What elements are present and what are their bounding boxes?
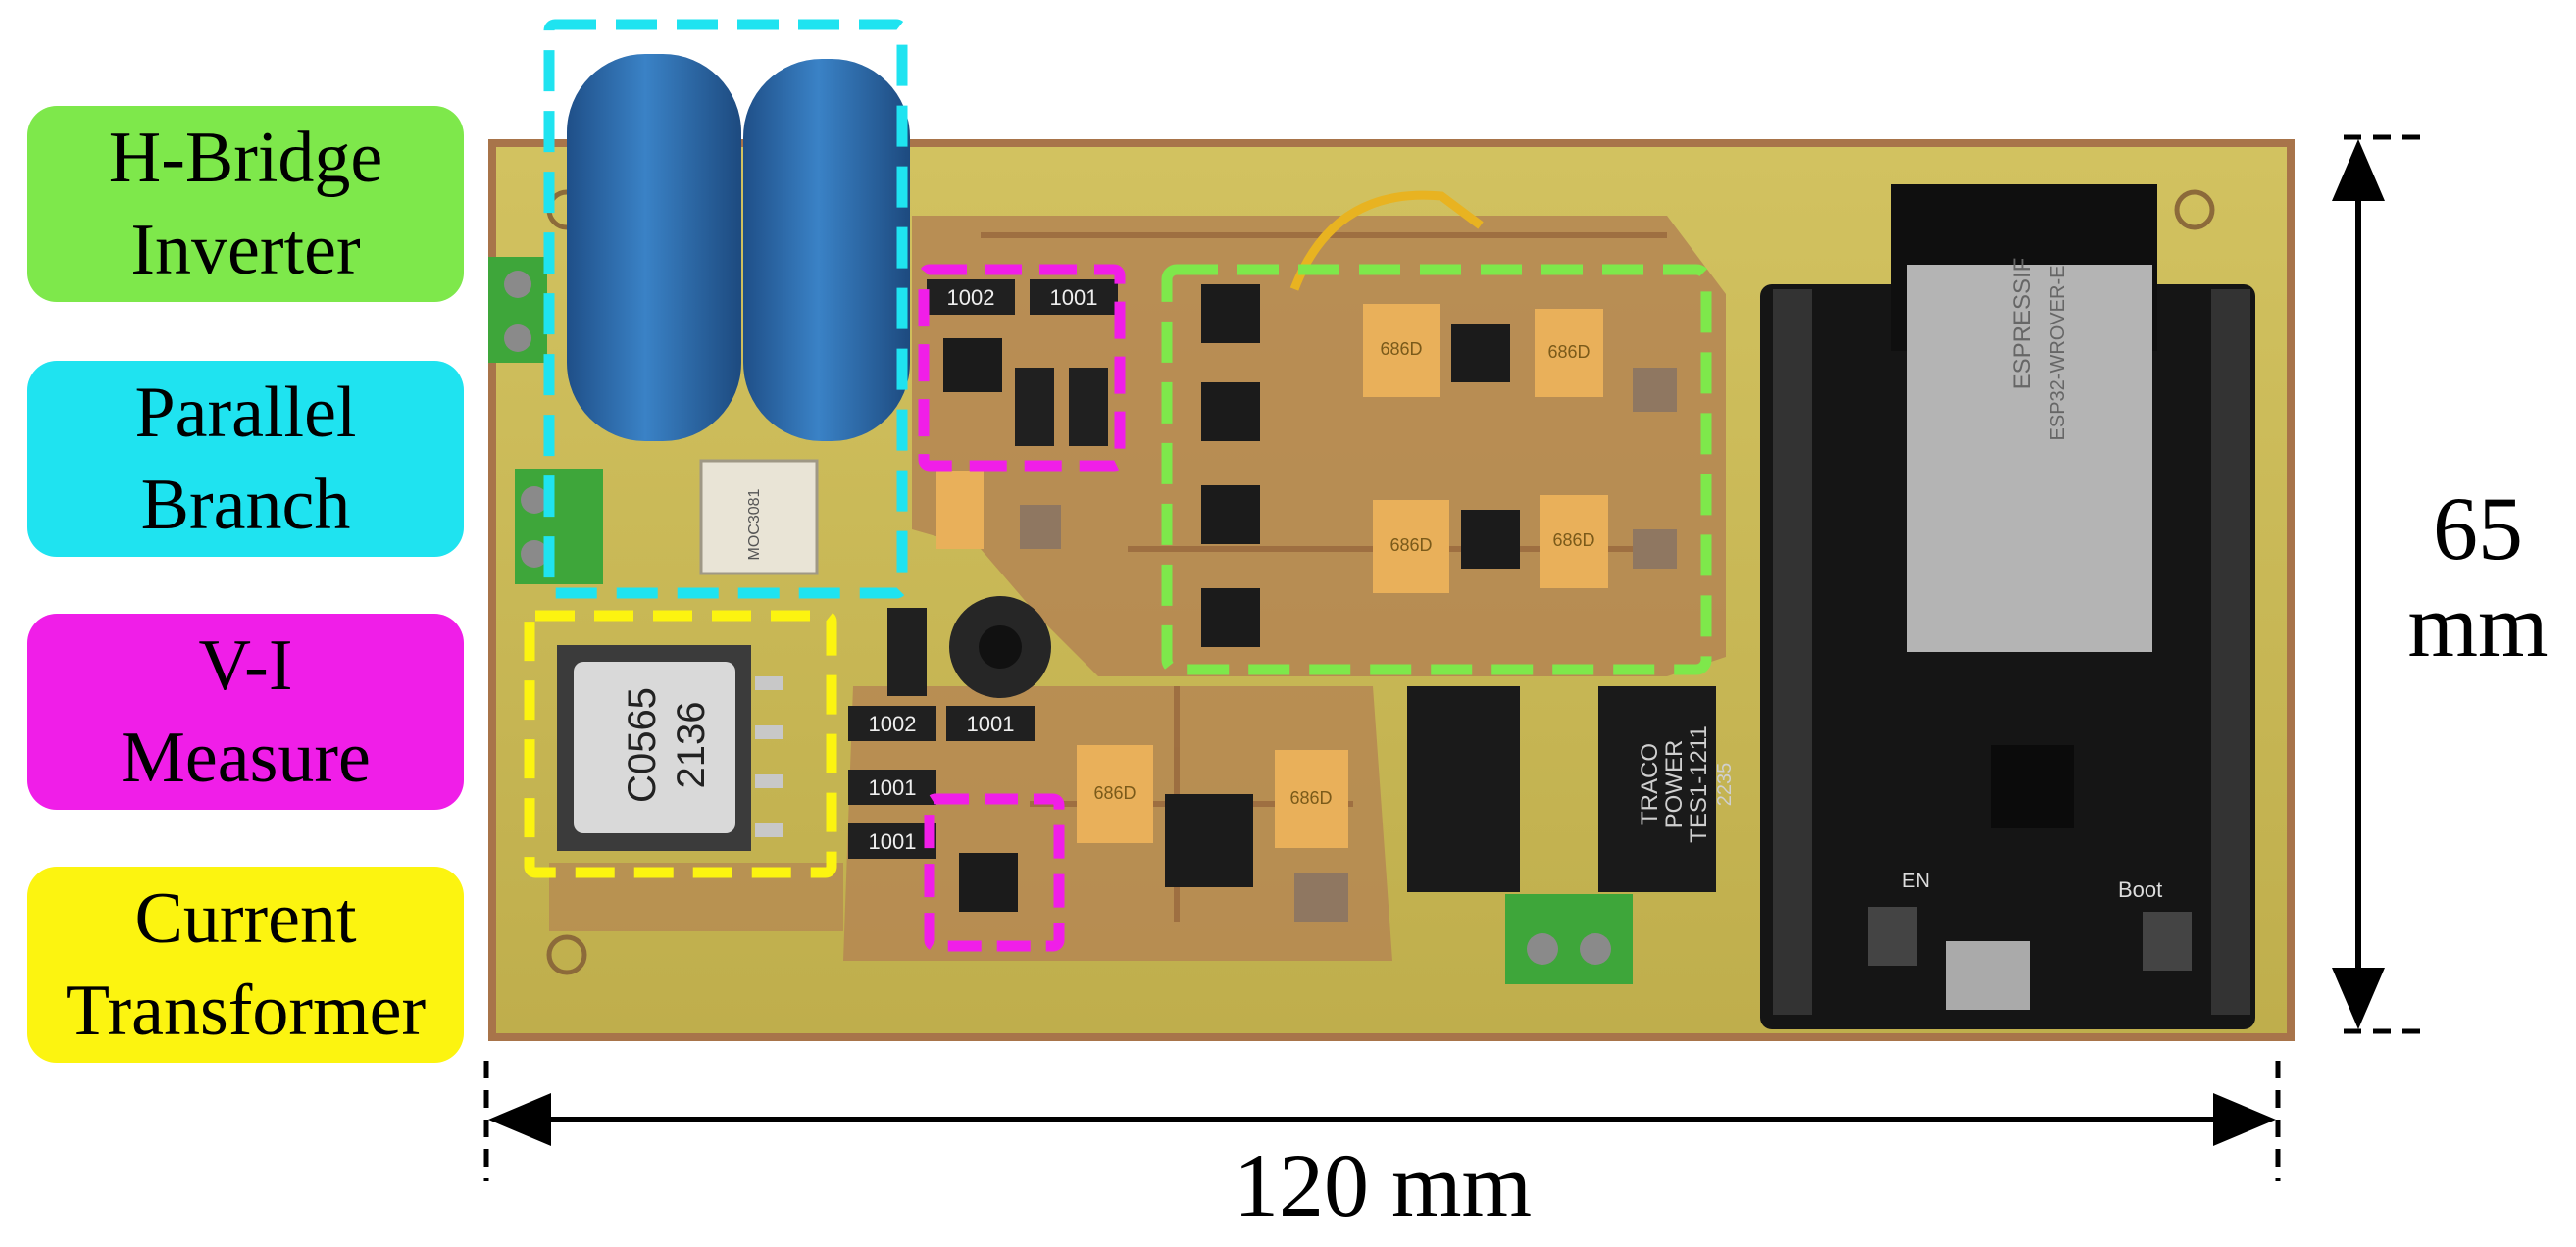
legend-parallel-line1: Parallel <box>134 373 357 453</box>
svg-text:686D: 686D <box>1380 339 1422 359</box>
resistor: 1001 <box>1030 279 1118 315</box>
svg-text:1001: 1001 <box>967 712 1015 736</box>
highlight-vi-measure-top <box>918 264 1126 472</box>
tantalum-capacitor: 686D <box>1275 750 1348 848</box>
legend-vi-line2: Measure <box>121 718 371 798</box>
en-label: EN <box>1902 871 1930 892</box>
legend-ct-line2: Transformer <box>65 971 427 1051</box>
arrow-up-icon <box>2332 139 2385 201</box>
traco-power-module: TRACO POWER TES1-1211 2235 <box>1598 686 1736 892</box>
power-module-left <box>1407 686 1520 892</box>
optocoupler-marking: MOC3081 <box>746 488 763 560</box>
tantalum-capacitors: 686D 686D 686D 686D 686D 686D <box>936 304 1608 848</box>
svg-text:1002: 1002 <box>947 285 995 310</box>
optocoupler-chip: MOC3081 <box>699 459 819 575</box>
height-dimension <box>2332 134 2427 1034</box>
resistor <box>887 608 927 696</box>
svg-text:1002: 1002 <box>869 712 917 736</box>
height-unit: mm <box>2407 575 2549 676</box>
legend-vi-line1: V-I <box>198 625 293 706</box>
resistor: 1002 <box>848 706 936 741</box>
legend-ct-line1: Current <box>134 878 357 959</box>
svg-text:1001: 1001 <box>869 829 917 854</box>
jumper-wire <box>1289 190 1484 291</box>
svg-text:686D: 686D <box>1389 535 1432 555</box>
svg-text:686D: 686D <box>1289 788 1332 808</box>
height-label: 65 mm <box>2385 478 2571 676</box>
ceramic-capacitors <box>1020 368 1677 922</box>
traco-marking-3: TES1-1211 <box>1686 725 1712 843</box>
svg-text:1001: 1001 <box>1050 285 1098 310</box>
width-dimension <box>483 1061 2281 1181</box>
highlight-parallel-branch <box>543 19 908 599</box>
pin-headers <box>1773 289 2250 1015</box>
arrow-down-icon <box>2332 968 2385 1029</box>
legend-parallel-branch: Parallel Branch <box>27 361 464 557</box>
resistor: 1001 <box>848 823 936 859</box>
width-label: 120 mm <box>1233 1135 1533 1235</box>
tantalum-capacitor: 686D <box>1363 304 1440 397</box>
resistor <box>1069 368 1108 446</box>
svg-text:686D: 686D <box>1552 530 1594 550</box>
transformer-marking-1: C0565 <box>621 687 664 803</box>
transformer-marking-2: 2136 <box>670 702 713 789</box>
tantalum-capacitor: 686D <box>1077 745 1153 843</box>
resistor: 1002 <box>927 279 1015 315</box>
highlight-current-transformer <box>524 610 837 878</box>
height-value: 65 <box>2433 478 2523 578</box>
terminal-block-left-bottom <box>515 469 603 584</box>
arrow-right-icon <box>2213 1093 2276 1146</box>
highlight-h-bridge <box>1161 264 1712 675</box>
legend-h-bridge-line2: Inverter <box>130 210 361 290</box>
current-transformer-part: C0565 2136 <box>557 645 783 851</box>
tantalum-capacitor: 686D <box>1373 500 1449 593</box>
smd-chips <box>943 284 1520 912</box>
terminal-block-bottom <box>1505 894 1633 984</box>
resistor: 1001 <box>946 706 1035 741</box>
legend-parallel-line2: Branch <box>140 465 351 545</box>
legend-vi-measure: V-I Measure <box>27 614 464 810</box>
resistor <box>1015 368 1054 446</box>
tantalum-capacitor: 686D <box>1540 495 1608 588</box>
tantalum-capacitor: 686D <box>1535 309 1603 397</box>
legend-current-transformer: Current Transformer <box>27 867 464 1063</box>
arrow-left-icon <box>488 1093 551 1146</box>
boot-label: Boot <box>2118 877 2162 902</box>
traco-marking-2: POWER <box>1661 740 1688 829</box>
legend-h-bridge-line1: H-Bridge <box>108 118 383 198</box>
svg-text:1001: 1001 <box>869 775 917 800</box>
svg-text:686D: 686D <box>1093 783 1136 803</box>
traco-marking-1: TRACO <box>1637 743 1663 825</box>
svg-text:686D: 686D <box>1547 342 1590 362</box>
film-capacitors <box>567 54 910 441</box>
tantalum-capacitor <box>936 471 984 549</box>
highlight-vi-measure-bottom <box>924 793 1065 952</box>
esp32-devboard: ESPRESSIF ESP32-WROVER-E Boot EN <box>1760 184 2255 1029</box>
traco-marking-4: 2235 <box>1714 763 1736 807</box>
resistor: 1001 <box>848 770 936 805</box>
legend-h-bridge-inverter: H-Bridge Inverter <box>27 106 464 302</box>
terminal-block-left-top <box>488 257 547 363</box>
esp-model: ESP32-WROVER-E <box>2047 266 2069 441</box>
esp-brand: ESPRESSIF <box>2009 258 2036 390</box>
